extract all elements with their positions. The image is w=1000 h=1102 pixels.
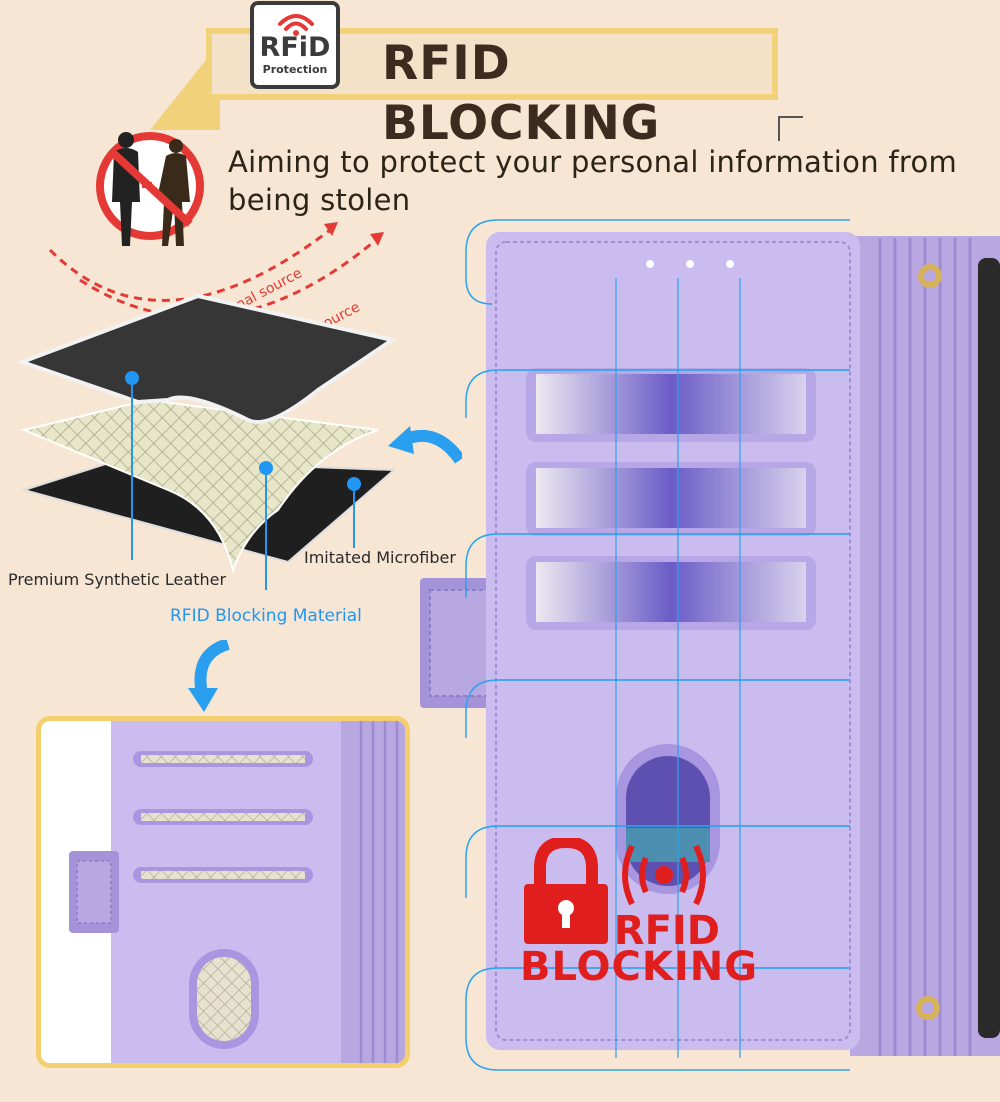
badge-line-2: BLOCKING bbox=[520, 944, 759, 990]
curved-arrow-left-icon bbox=[388, 426, 462, 464]
page-title: RFID BLOCKING bbox=[382, 36, 661, 151]
layer-top bbox=[18, 293, 397, 424]
header-tab-shape bbox=[150, 60, 220, 130]
signal-arrows bbox=[48, 222, 384, 319]
wallet-case-image bbox=[420, 219, 1000, 1071]
wifi-signal-icon bbox=[278, 14, 314, 36]
badge-subtext: Protection bbox=[262, 63, 328, 76]
no-theft-icon bbox=[96, 132, 204, 246]
inset-wallet-image bbox=[41, 721, 405, 1063]
padlock-icon bbox=[524, 838, 608, 944]
inset-detail-frame bbox=[36, 716, 410, 1068]
badge-line-1: RFID bbox=[613, 908, 720, 954]
curved-arrow-down-icon bbox=[188, 640, 231, 712]
badge-text: RFiD bbox=[259, 32, 331, 63]
tagline: Aiming to protect your personal informat… bbox=[228, 145, 958, 217]
label-synthetic-leather: Premium Synthetic Leather bbox=[8, 570, 227, 589]
corner-mark bbox=[778, 116, 803, 141]
layer-diagram bbox=[18, 293, 397, 590]
broadcast-signal-icon bbox=[622, 844, 706, 906]
layer-mesh bbox=[20, 398, 379, 574]
label-rfid-material: RFID Blocking Material bbox=[170, 606, 362, 626]
rfid-blocking-badge: RFID BLOCKING bbox=[520, 908, 759, 990]
label-microfiber: Imitated Microfiber bbox=[304, 548, 456, 567]
